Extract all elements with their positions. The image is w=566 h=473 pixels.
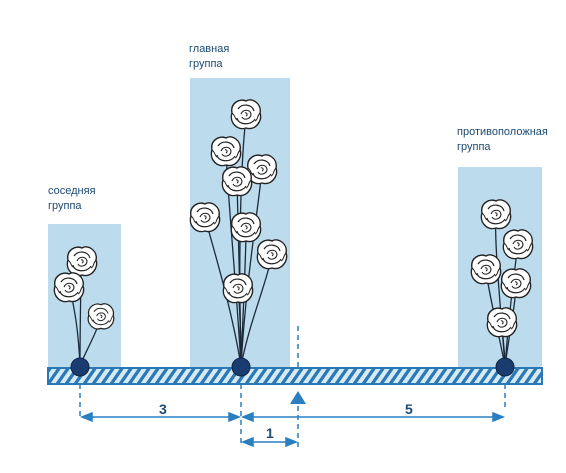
rose-icon <box>210 136 242 167</box>
root-markers <box>70 357 515 377</box>
opposite-group-label: противоположная группа <box>457 125 548 155</box>
rose-icon <box>256 239 288 270</box>
dimension-right-label: 5 <box>405 401 413 417</box>
neighbor-group-label-line2: группа <box>48 200 82 212</box>
neighbor-group-label: соседняя группа <box>48 184 96 214</box>
rose-icon <box>222 273 254 304</box>
rose-icon <box>221 166 253 197</box>
triangle-up-icon <box>290 391 306 404</box>
rose-icon <box>87 303 115 330</box>
main-group-label-line2: группа <box>189 58 223 70</box>
rose-icon <box>502 229 534 260</box>
neighbor-group-label-line1: соседняя <box>48 185 96 197</box>
rose-icon <box>230 99 262 130</box>
rose-icon <box>486 307 518 338</box>
rose-icon <box>66 246 98 277</box>
dimension-left-label: 3 <box>159 401 167 417</box>
rose-icon <box>189 202 221 233</box>
rose-icon <box>53 272 85 303</box>
rose-icon <box>470 254 502 285</box>
opposite-root <box>495 357 515 377</box>
main-group-label-line1: главная <box>189 43 230 55</box>
opposite-group-label-line2: группа <box>457 141 491 153</box>
neighbor-root <box>70 357 90 377</box>
rose-icon <box>230 212 262 243</box>
rose-icon <box>480 199 512 230</box>
dimension-lines <box>79 326 506 448</box>
ground-base <box>47 367 543 385</box>
opposite-group-label-line1: противоположная <box>457 126 548 138</box>
main-group-label: главная группа <box>189 42 229 72</box>
dimension-offset-label: 1 <box>266 425 274 441</box>
main-root <box>231 357 251 377</box>
rose-icon <box>500 268 532 299</box>
